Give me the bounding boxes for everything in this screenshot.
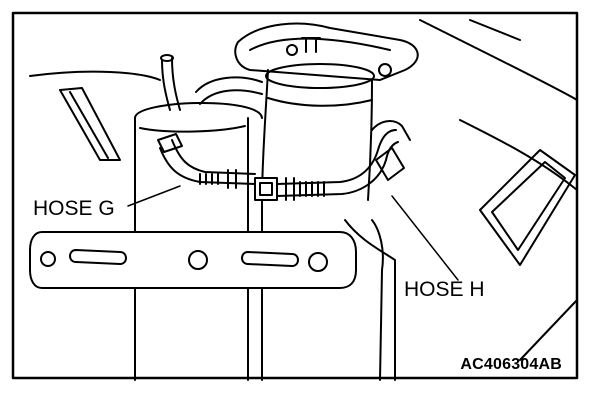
hose-g-clamp bbox=[157, 133, 183, 153]
left-canister bbox=[139, 125, 246, 133]
hose-h bbox=[371, 120, 411, 141]
hose-h-clamp bbox=[375, 147, 405, 181]
mounting-bracket-slot bbox=[69, 249, 127, 265]
reservoir-cap bbox=[265, 63, 375, 89]
body-panel-line bbox=[419, 19, 578, 101]
hose-h bbox=[276, 141, 399, 197]
reservoir-canister bbox=[267, 97, 373, 107]
reservoir-canister bbox=[371, 219, 384, 381]
leader-line-hose-h bbox=[391, 195, 459, 281]
hose-h-label: HOSE H bbox=[404, 278, 485, 301]
mounting-bracket-plate bbox=[29, 231, 357, 289]
hose-g-label: HOSE G bbox=[33, 197, 115, 220]
mount-bolt bbox=[286, 44, 298, 56]
hose-h bbox=[276, 129, 397, 185]
hose-g bbox=[171, 139, 256, 175]
reservoir-canister bbox=[344, 219, 396, 381]
body-panel-line bbox=[479, 149, 576, 266]
strut-mount-bracket bbox=[234, 22, 419, 81]
left-canister bbox=[195, 76, 263, 93]
leader-line-hose-g bbox=[127, 185, 181, 207]
left-canister bbox=[161, 59, 171, 111]
mounting-bracket-hole bbox=[308, 252, 328, 272]
body-panel-line bbox=[491, 161, 566, 251]
reservoir-canister bbox=[261, 69, 269, 381]
body-panel-line bbox=[29, 70, 161, 81]
hose-joint bbox=[259, 182, 273, 196]
body-panel-line bbox=[69, 91, 109, 159]
diagram-border bbox=[11, 11, 579, 380]
left-canister bbox=[134, 101, 263, 119]
mount-bolt bbox=[301, 37, 321, 53]
mount-bolt bbox=[378, 63, 392, 77]
body-panel-line bbox=[59, 87, 121, 161]
left-canister-cap bbox=[160, 54, 174, 62]
mounting-bracket-hole bbox=[188, 250, 208, 270]
left-canister bbox=[199, 89, 263, 105]
left-canister bbox=[171, 57, 181, 111]
strut-mount-bracket bbox=[249, 37, 391, 51]
hose-g-clamp bbox=[227, 169, 237, 189]
reservoir-canister bbox=[367, 79, 373, 201]
body-panel-line bbox=[459, 119, 578, 191]
figure-code: AC406304AB bbox=[460, 356, 562, 373]
body-panel-line bbox=[519, 299, 578, 361]
hose-h-corrugation bbox=[299, 181, 325, 197]
mounting-bracket-slot bbox=[241, 251, 299, 267]
hose-g bbox=[159, 147, 256, 185]
hose-joint bbox=[254, 177, 278, 201]
body-panel-line bbox=[469, 19, 521, 41]
mounting-bracket-hole bbox=[40, 251, 56, 267]
hose-h-clamp bbox=[285, 177, 295, 201]
hose-g-corrugation bbox=[199, 173, 219, 185]
